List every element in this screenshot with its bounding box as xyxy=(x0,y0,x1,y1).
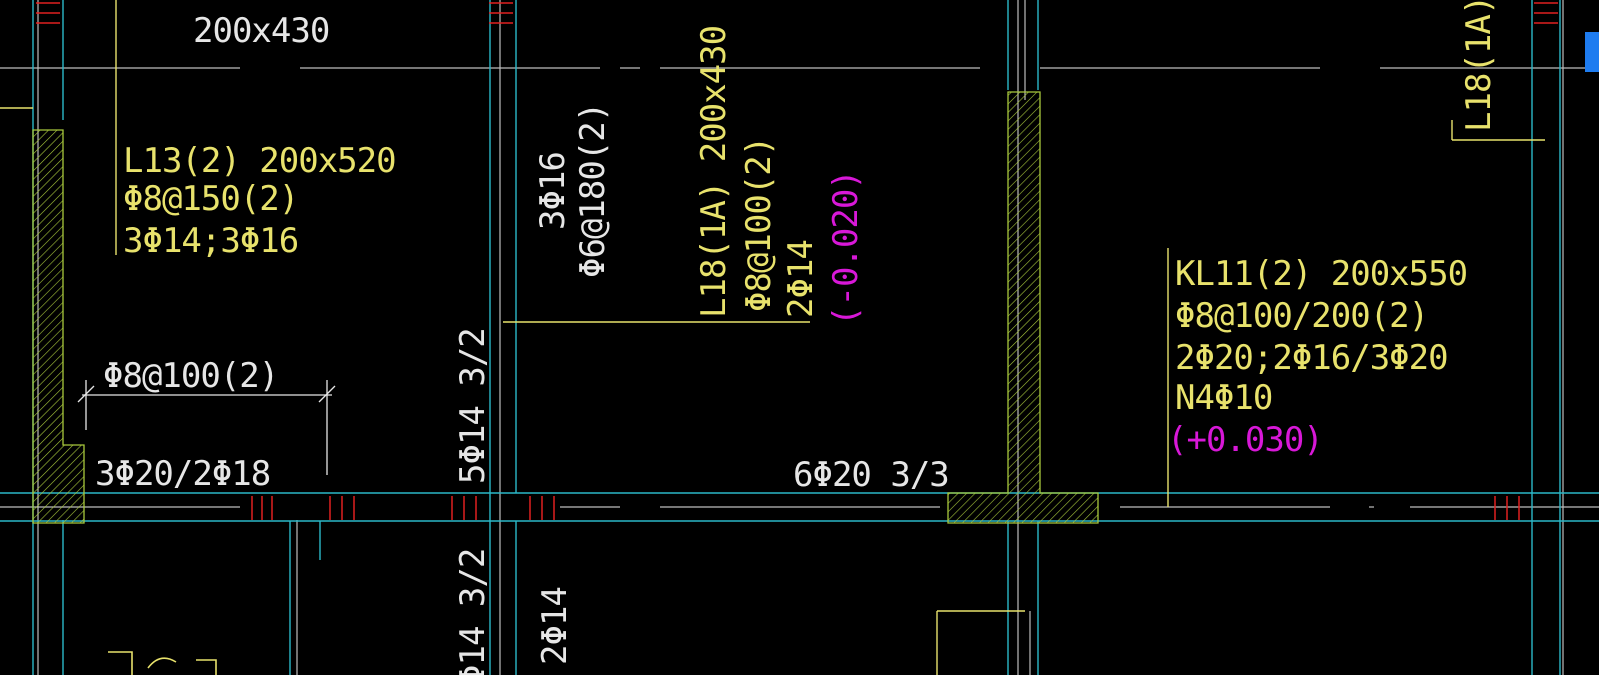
beam-kl11-stirrup[interactable]: Φ8@100/200(2) xyxy=(1175,296,1429,336)
rebar-left-bottom-label[interactable]: 3Φ20/2Φ18 xyxy=(95,454,271,494)
rebar-bottom-vert-1[interactable]: Φ14 3/2 xyxy=(453,549,493,675)
beam-l13-bars[interactable]: 3Φ14;3Φ16 xyxy=(123,221,299,261)
beam-l18-offset[interactable]: (-0.020) xyxy=(826,170,866,326)
rebar-6-20-label[interactable]: 6Φ20 3/3 xyxy=(793,455,950,495)
scrollbar-thumb[interactable] xyxy=(1585,32,1599,72)
stirrup-left-label[interactable]: Φ8@100(2) xyxy=(103,356,279,396)
rebar-vert-3-label[interactable]: 3Φ16 xyxy=(533,152,573,230)
beam-kl11-offset[interactable]: (+0.030) xyxy=(1167,420,1324,460)
leader-lines xyxy=(0,0,1545,675)
beam-l18-stirrup[interactable]: Φ8@100(2) xyxy=(739,137,779,312)
beam-l13-name[interactable]: L13(2) 200x520 xyxy=(123,141,397,181)
beam-l18-bars[interactable]: 2Φ14 xyxy=(781,240,821,318)
rebar-bottom-vert-2[interactable]: 2Φ14 xyxy=(535,587,575,665)
dimension-line xyxy=(77,380,336,475)
beam-kl11-bars[interactable]: 2Φ20;2Φ16/3Φ20 xyxy=(1175,338,1449,378)
break-marks xyxy=(36,2,1558,520)
beam-l18-name[interactable]: L18(1A) 200x430 xyxy=(694,26,734,318)
beam-l18-right-name[interactable]: L18(1A) xyxy=(1459,0,1499,132)
beam-kl11-waist[interactable]: N4Φ10 xyxy=(1175,378,1273,418)
partial-annotation-fragment xyxy=(108,651,217,675)
wall-hatch xyxy=(32,91,1099,524)
stirrup-vert-6-label[interactable]: Φ6@180(2) xyxy=(573,103,613,278)
rebar-vert-5-label[interactable]: 5Φ14 3/2 xyxy=(453,328,493,484)
beam-kl11-name[interactable]: KL11(2) 200x550 xyxy=(1175,254,1468,294)
beam-l13-stirrup[interactable]: Φ8@150(2) xyxy=(123,179,299,219)
beam-size-label-top[interactable]: 200x430 xyxy=(193,11,330,51)
